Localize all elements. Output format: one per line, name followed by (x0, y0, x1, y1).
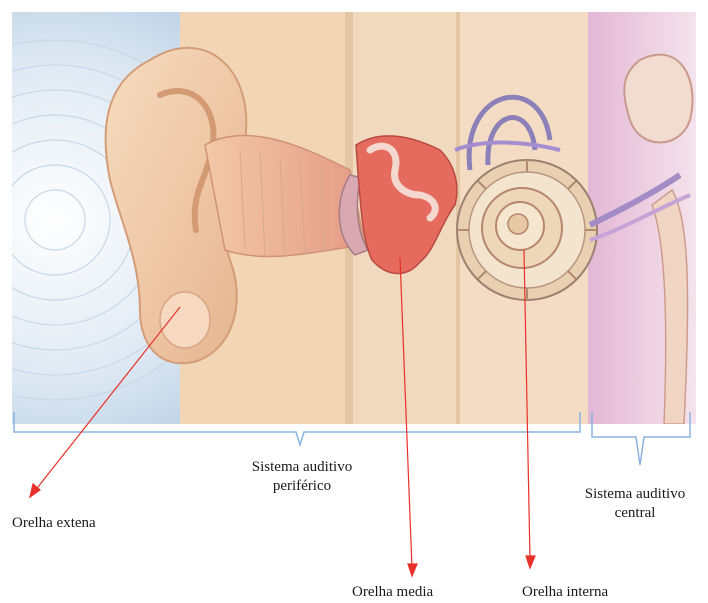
middle-ear-label: Orelha media (352, 583, 433, 602)
middle-ear-arrowhead (408, 564, 417, 576)
peripheral-system-label: Sistema auditivo periférico (212, 458, 392, 496)
cochlea (457, 160, 597, 300)
ear-illustration (0, 12, 696, 424)
central-label-line2: central (560, 504, 708, 523)
inner-ear-arrowhead (526, 556, 535, 568)
peripheral-label-line1: Sistema auditivo (212, 458, 392, 477)
peripheral-label-line2: periférico (212, 477, 392, 496)
inner-ear-label: Orelha interna (522, 583, 608, 602)
central-label-line1: Sistema auditivo (560, 485, 708, 504)
outer-ear-label: Orelha extena (12, 514, 96, 533)
central-system-label: Sistema auditivo central (560, 485, 708, 523)
